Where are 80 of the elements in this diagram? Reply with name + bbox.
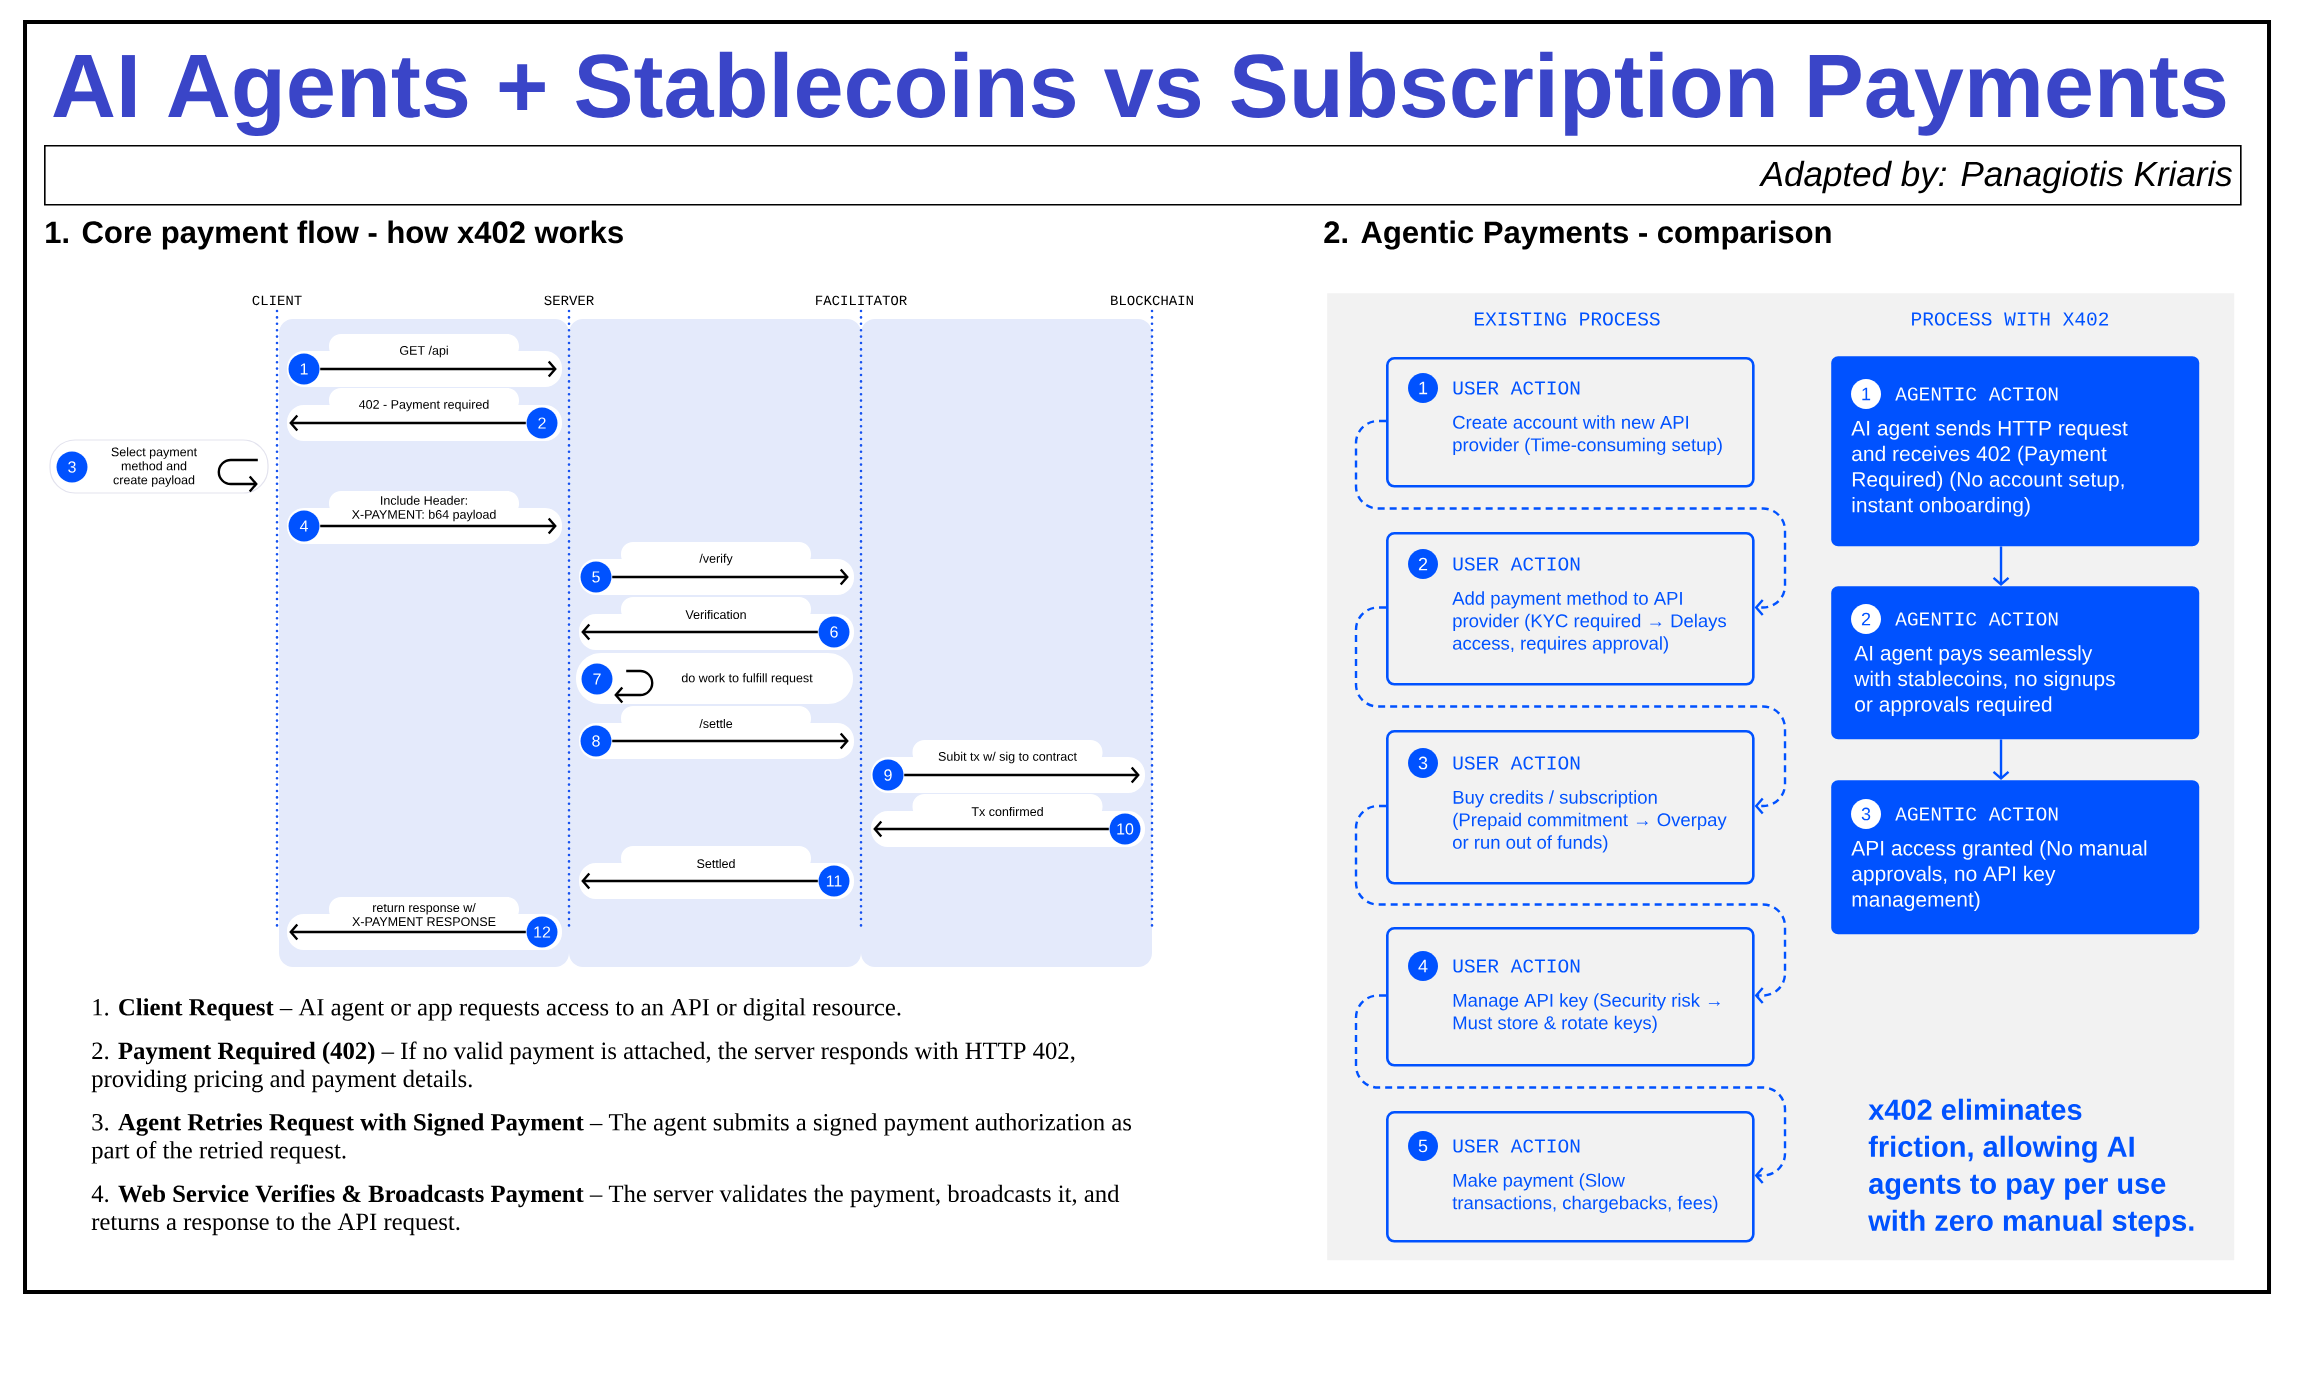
action-description: API access granted (No manual approvals, no API key management) — [1851, 840, 2147, 911]
action-title: AGENTIC ACTION — [1895, 387, 2058, 401]
number-badge: 1 — [1408, 373, 1438, 403]
action-title: USER ACTION — [1453, 557, 1580, 571]
participant-label: SERVER — [544, 295, 594, 306]
action-title: AGENTIC ACTION — [1895, 807, 2058, 821]
edge-label: Verification — [685, 609, 746, 620]
number-badge: 2 — [1408, 549, 1438, 579]
edge-label: Settled — [697, 858, 735, 869]
action-title: USER ACTION — [1453, 756, 1580, 770]
step-number: 4 — [288, 510, 320, 542]
participant-label: BLOCKCHAIN — [1111, 295, 1193, 306]
edge-label: do work to fulfill request — [681, 673, 813, 685]
action-title: AGENTIC ACTION — [1895, 612, 2058, 626]
step-number: 12 — [526, 916, 558, 948]
step-number: 6 — [818, 616, 850, 648]
arrow — [320, 360, 557, 378]
number-badge: 3 — [1851, 799, 1881, 829]
step-number: 1 — [288, 353, 320, 385]
number-badge: 2 — [1851, 604, 1881, 634]
step-number: 5 — [580, 561, 612, 593]
arrow — [1354, 606, 1787, 815]
number-badge: 1 — [1851, 379, 1881, 409]
arrow — [289, 923, 526, 941]
edge-label: Tx confirmed — [971, 806, 1043, 817]
step-number: 7 — [581, 663, 613, 695]
loop-arrow — [217, 458, 258, 493]
number-badge: 5 — [1408, 1131, 1438, 1161]
arrow — [1354, 419, 1787, 616]
edge-label: Subit tx w/ sig to contract — [938, 751, 1077, 764]
list-item: 1. Client Request – AI agent or app requests access to an API or digital resource. — [93, 998, 901, 1021]
summary-text: x402 eliminates friction, allowing AI agents to pay per use with zero manual steps. — [1868, 1098, 2194, 1237]
participant-label: FACILITATOR — [816, 295, 907, 306]
action-description: Make payment (Slow transactions, chargebacks, fees) — [1452, 1173, 1718, 1213]
step-number: 10 — [1109, 813, 1141, 845]
arrow — [1354, 994, 1787, 1184]
edge-label: Select payment method and create payload — [111, 447, 197, 487]
step-number: 11 — [818, 865, 850, 897]
arrow — [581, 872, 818, 890]
arrow — [904, 766, 1140, 784]
participant-label: CLIENT — [252, 295, 302, 306]
loop-arrow — [614, 669, 654, 704]
arrow — [873, 820, 1109, 838]
arrow — [320, 517, 557, 535]
section-heading: 1. Core payment flow - how x402 works — [46, 220, 623, 250]
number-badge: 3 — [1408, 748, 1438, 778]
list-item: 3. Agent Retries Request with Signed Payment – The agent submits a signed payment authorization as part of the retried request. — [91, 1113, 1132, 1164]
arrow — [1992, 546, 2010, 586]
column-heading: EXISTING PROCESS — [1474, 312, 1660, 326]
list-item: 4. Web Service Verifies & Broadcasts Payment – The server validates the payment, broadcasts it, and returns a response to the API request. — [91, 1184, 1120, 1236]
action-description: AI agent pays seamlessly with stablecoins, no signups or approvals required — [1854, 645, 2115, 716]
edge-label: Include Header: X-PAYMENT: b64 payload — [351, 495, 496, 522]
action-description: Create account with new API provider (Time-consuming setup) — [1453, 415, 1722, 455]
step-number: 8 — [580, 725, 612, 757]
arrow — [612, 732, 849, 750]
action-title: USER ACTION — [1453, 1139, 1580, 1153]
arrow — [289, 414, 526, 432]
title: AI Agents + Stablecoins vs Subscription Payments — [53, 51, 2226, 137]
arrow — [1354, 804, 1787, 1004]
number-badge: 4 — [1408, 951, 1438, 981]
edge-label: return response w/ X-PAYMENT RESPONSE — [352, 902, 496, 927]
edge-label: /verify — [699, 553, 733, 566]
arrow — [581, 623, 818, 641]
arrow — [1992, 739, 2010, 780]
step-number: 9 — [872, 759, 904, 791]
action-description: Manage API key (Security risk → Must store & rotate keys) — [1453, 993, 1720, 1033]
action-description: Add payment method to API provider (KYC required → Delays access, requires approval) — [1452, 591, 1726, 654]
column-heading: PROCESS WITH X402 — [1912, 312, 2109, 326]
edge-label: GET /api — [400, 345, 448, 358]
action-description: AI agent sends HTTP request and receives 402 (Payment Required) (No account setup, instant onboarding) — [1851, 420, 2128, 517]
list-item: 2. Payment Required (402) – If no valid payment is attached, the server responds with HTTP 402, providing pricing and payment details. — [91, 1041, 1075, 1093]
action-description: Buy credits / subscription (Prepaid commitment → Overpay or run out of funds) — [1453, 790, 1727, 853]
credit-banner: Adapted by: Panagiotis Kriaris — [44, 145, 2242, 206]
arrow — [612, 568, 849, 586]
step-number: 2 — [526, 407, 558, 439]
action-title: USER ACTION — [1453, 381, 1580, 395]
step-number: 3 — [56, 451, 88, 483]
action-title: USER ACTION — [1453, 959, 1580, 973]
edge-label: 402 - Payment required — [359, 399, 489, 412]
edge-label: /settle — [699, 718, 733, 729]
